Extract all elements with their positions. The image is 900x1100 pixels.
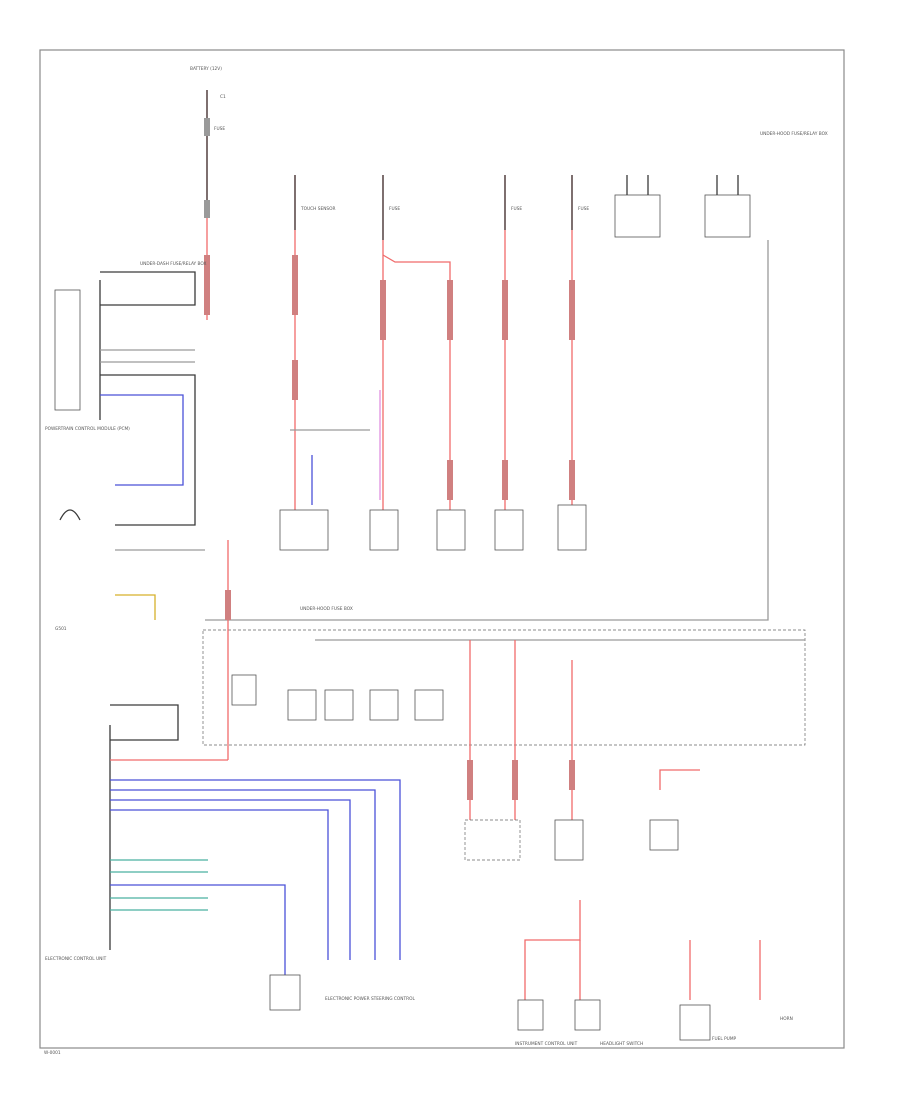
component-box-2 [369, 509, 399, 551]
label-bottom-r2: HEADLIGHT SWITCH [600, 1041, 643, 1047]
wire-loop-1 [100, 271, 196, 306]
label-bottom-left: ELECTRONIC CONTROL UNIT [45, 956, 107, 962]
connector-col-3b [502, 460, 508, 500]
label-col-1: TOUCH SENSOR [300, 206, 336, 212]
component-bottom-r3 [679, 1004, 711, 1041]
connector-col-2c [447, 460, 453, 500]
relay-box-2 [704, 194, 751, 238]
component-box-3 [436, 509, 466, 551]
component-box-4 [494, 509, 524, 551]
label-fuse-c: C1 [220, 94, 226, 100]
wire-loop-2 [100, 374, 196, 526]
fuse-box-outline [202, 629, 806, 746]
footer-label: W-0001 [44, 1050, 61, 1056]
connector-col-3 [502, 280, 508, 340]
connector-col-4 [569, 280, 575, 340]
component-bottom-1 [269, 974, 301, 1011]
label-fuse-a: FUSE [214, 126, 225, 132]
component-lower-1 [464, 819, 521, 861]
relay-mid-5 [414, 689, 444, 721]
wire-lower-r1 [659, 769, 700, 790]
module-block [54, 289, 81, 411]
connector-mid-2 [512, 760, 518, 800]
wire-blue-2 [110, 789, 376, 960]
wire-blue-1 [110, 779, 401, 960]
label-left-ground: G501 [55, 626, 67, 632]
connector-fuse [225, 590, 231, 620]
connector-mid-1 [467, 760, 473, 800]
wire-lower-r2 [524, 900, 581, 1000]
label-col-4: FUSE [578, 206, 589, 212]
label-left-module: POWERTRAIN CONTROL MODULE (PCM) [45, 426, 130, 432]
left-module: POWERTRAIN CONTROL MODULE (PCM) G501 [45, 271, 205, 632]
mid-fuse-box: UNDER-HOOD FUSE BOX [202, 540, 806, 820]
label-fuse-top-left: UNDER-DASH FUSE/RELAY BOX [140, 261, 207, 267]
top-feed: BATTERY (12V) FUSE [190, 66, 225, 320]
wire-blue-3 [110, 799, 351, 960]
label-right-box: UNDER-HOOD FUSE/RELAY BOX [760, 131, 828, 137]
connector-col-2b [447, 280, 453, 340]
middle-components [279, 429, 587, 551]
relay-mid-2 [287, 689, 317, 721]
component-box-5 [557, 504, 587, 551]
wire-lower-loop [110, 704, 179, 741]
switch-symbol [59, 509, 81, 521]
label-bottom-r1: INSTRUMENT CONTROL UNIT [515, 1041, 578, 1047]
component-box-1 [279, 509, 329, 551]
label-mid-box: UNDER-HOOD FUSE BOX [300, 606, 353, 612]
component-bottom-r1 [517, 999, 544, 1031]
relay-mid-1 [231, 674, 257, 706]
component-bottom-r2 [574, 999, 601, 1031]
diagram-frame [39, 49, 845, 1049]
label-bottom-r3: FUEL PUMP [712, 1036, 737, 1042]
connector-main [204, 255, 210, 315]
connector-col-4b [569, 460, 575, 500]
lower-right: INSTRUMENT CONTROL UNIT HEADLIGHT SWITCH… [464, 769, 793, 1047]
connector-mid-3 [569, 760, 575, 790]
connector-col-1b [292, 360, 298, 400]
label-bottom-mid: ELECTRONIC POWER STEERING CONTROL [325, 996, 415, 1002]
relay-box-1 [614, 194, 661, 238]
wire-loop-blue [100, 394, 184, 486]
wire-col-2-branch [382, 254, 451, 510]
wire-ground-yellow [115, 594, 156, 620]
wire-blue-4 [110, 809, 329, 960]
label-bottom-r4: HORN [780, 1016, 793, 1022]
relay-mid-4 [369, 689, 399, 721]
connector-col-2 [380, 280, 386, 340]
connector-col-1 [292, 255, 298, 315]
column-wires: TOUCH SENSOR FUSE FUSE FUSE UNDER-HOOD F… [205, 131, 828, 621]
label-col-3: FUSE [511, 206, 522, 212]
label-col-2: FUSE [389, 206, 400, 212]
lower-left-module: ELECTRONIC CONTROL UNIT ELECTRONIC POWER… [45, 704, 415, 1011]
wire-ground-bus [205, 240, 769, 621]
label-fuse-top: BATTERY (12V) [190, 66, 222, 72]
relay-mid-3 [324, 689, 354, 721]
component-lower-2 [554, 819, 584, 861]
connector [204, 200, 210, 218]
connector [204, 118, 210, 136]
component-lower-3 [649, 819, 679, 851]
wire-blue-5 [110, 884, 286, 975]
